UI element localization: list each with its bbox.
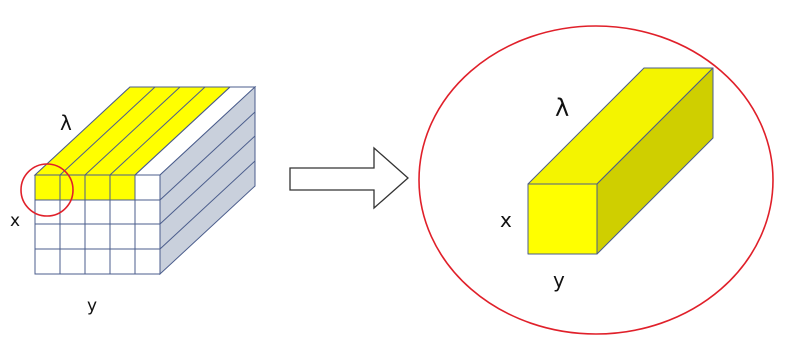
- column-y-label: y: [553, 268, 565, 292]
- column-lambda-label: λ: [555, 94, 569, 122]
- cube-lambda-label: λ: [60, 111, 72, 135]
- pixel-spectral-column: [527, 67, 714, 255]
- cube-y-label: y: [87, 296, 97, 316]
- right-arrow-icon: [289, 146, 409, 210]
- cube-x-label: x: [10, 211, 20, 231]
- data-cube: [33, 85, 257, 276]
- column-x-label: x: [500, 208, 512, 232]
- zoom-circle: [418, 25, 774, 335]
- pixel-selection-circle: [20, 163, 74, 217]
- column-front-face: [527, 183, 598, 255]
